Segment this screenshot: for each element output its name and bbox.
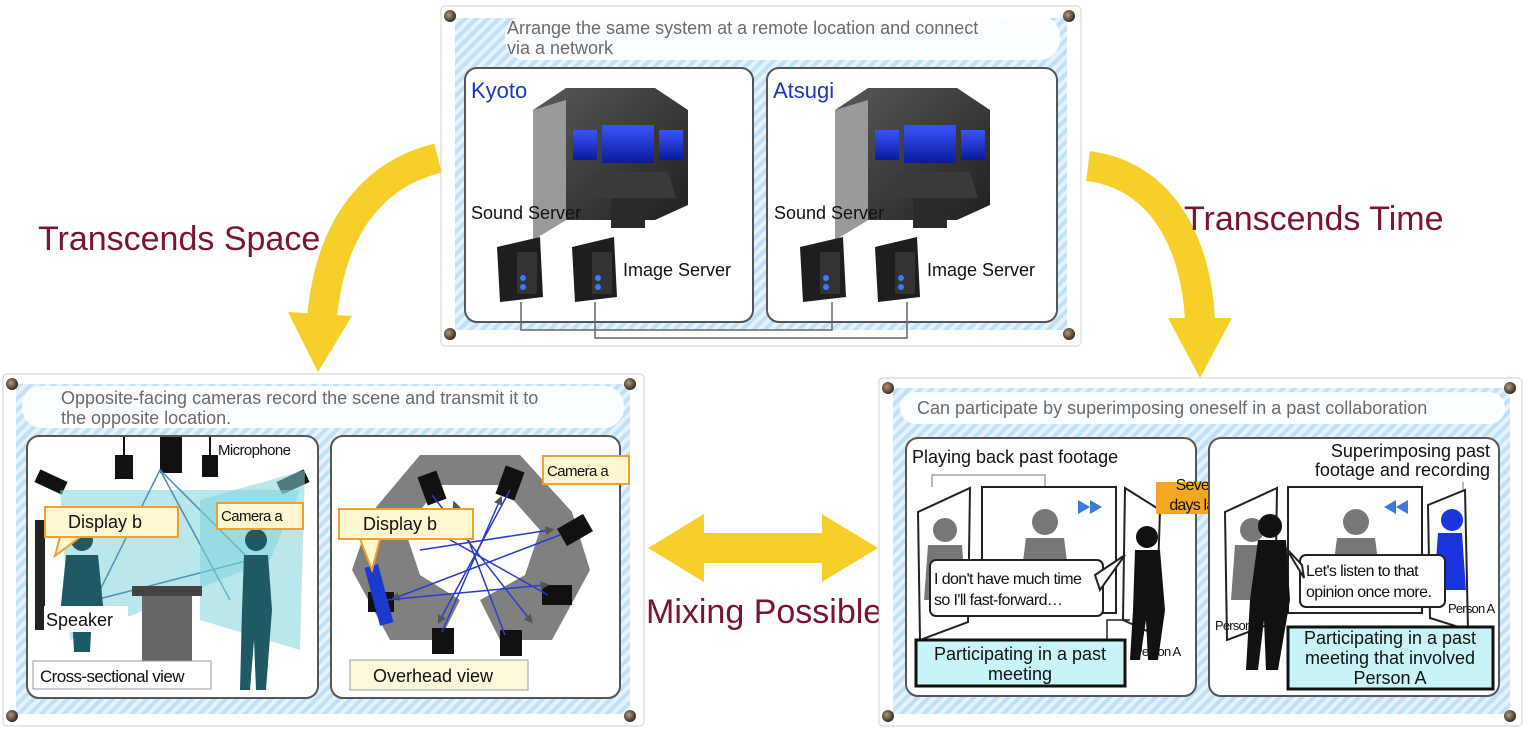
site-name: Kyoto [471,78,527,103]
server-icon [800,237,846,302]
camera-icon [557,513,593,547]
superimpose-title-line2: footage and recording [1315,460,1490,480]
network-line [520,302,833,331]
arrow-transcends-space [288,143,443,372]
mixing-possible-label: Mixing Possible [646,593,882,631]
svg-text:Let's listen to that: Let's listen to that [1306,563,1419,580]
svg-text:I don't have much time: I don't have much time [934,571,1082,588]
pin-icon [6,378,18,390]
display-b-callout: Display b [338,508,474,574]
camera-icon [34,469,68,495]
pin-icon [624,378,636,390]
pin-icon [6,710,18,722]
rewind-icon [1384,500,1408,514]
left-panel: Opposite-facing cameras record the scene… [2,373,645,727]
pin-icon [882,710,894,722]
pin-icon [1063,328,1075,340]
svg-text:Camera a: Camera a [221,508,283,525]
svg-text:Participating in a past: Participating in a past [1304,628,1476,648]
overhead-view-label: Overhead view [373,666,494,686]
speech-bubble: I don't have much time so I'll fast-forw… [929,554,1126,617]
server-icon [572,237,617,302]
svg-text:Display b: Display b [363,514,437,534]
sound-server-label: Sound Server [774,203,884,223]
superimpose-title-line1: Superimposing past [1331,441,1490,461]
pin-icon [882,382,894,394]
camera-a-callout: Camera a [216,502,304,530]
display-icon [364,564,394,626]
camera-a-callout: Camera a [542,455,630,485]
playback-title: Playing back past footage [912,447,1118,467]
transcends-time-label: Transcends Time [1184,200,1444,238]
arrow-transcends-time [1085,151,1232,378]
pin-icon [444,328,456,340]
microphone-icon [202,455,218,477]
camera-icon [542,585,572,605]
center-caption-line1: Arrange the same system at a remote loca… [507,18,978,38]
display-b-callout: Display b [44,506,179,559]
transcends-space-label: Transcends Space [38,220,320,258]
person-silhouette-icon [1130,526,1165,660]
right-panel: Can participate by superimposing oneself… [878,377,1523,727]
camera-icon [432,628,454,654]
pin-icon [1504,710,1516,722]
center-caption-line2: via a network [507,38,614,58]
arrow-mixing-possible [648,514,878,582]
booth-icon [835,88,990,240]
svg-text:meeting: meeting [988,664,1052,684]
person-silhouette-icon [240,529,272,690]
svg-text:opinion once more.: opinion once more. [1306,584,1431,601]
cross-section-view: Microphone Display b Camera a Speaker Cr… [26,435,319,699]
participating-box: Participating in a past meeting that inv… [1286,625,1495,691]
network-line [594,302,908,339]
pin-icon [1063,10,1075,22]
left-caption-line1: Opposite-facing cameras record the scene… [61,388,538,408]
camera-icon [160,437,182,473]
svg-text:Person A: Person A [1353,668,1426,688]
pin-icon [624,710,636,722]
person-b-label: Person B [1215,618,1262,633]
playback-subpanel: Playing back past footage I don't have m… [905,437,1197,697]
image-server-label: Image Server [927,260,1035,280]
right-caption: Can participate by superimposing oneself… [917,398,1427,418]
server-icon [875,237,920,302]
camera-icon [495,465,525,501]
booth-icon [533,88,688,240]
sound-server-label: Sound Server [471,203,581,223]
site-name: Atsugi [773,78,834,103]
pin-icon [1504,382,1516,394]
participating-box: Participating in a past meeting [914,638,1127,688]
svg-text:meeting that involved: meeting that involved [1305,648,1475,668]
person-a-label: Person A [1134,644,1181,659]
svg-text:so I'll fast-forward…: so I'll fast-forward… [934,592,1062,609]
svg-text:Participating in a past: Participating in a past [934,644,1106,664]
speech-bubble: Let's listen to that opinion once more. [1285,547,1446,608]
image-server-label: Image Server [623,260,731,280]
overhead-view: Camera a Display b Overhead view [330,435,630,699]
left-caption-line2: the opposite location. [61,408,231,428]
person-silhouette-icon [1246,514,1290,670]
microphone-label: Microphone [218,442,291,459]
person-a-label: Person A [1448,601,1495,616]
server-icon [497,237,543,302]
camera-icon [500,630,522,656]
speaker-label: Speaker [46,610,113,630]
site-atsugi: Atsugi Sound Server Image Server [766,67,1058,323]
svg-text:Camera a: Camera a [547,463,609,480]
svg-text:Display b: Display b [68,512,142,532]
site-kyoto: Kyoto Sound Server Image Server [464,67,754,323]
fast-forward-icon [1078,500,1102,514]
center-panel: Arrange the same system at a remote loca… [440,5,1082,347]
superimpose-subpanel: Superimposing past footage and recording [1208,437,1500,697]
cross-sectional-view-label: Cross-sectional view [40,667,185,686]
camera-icon [417,470,447,506]
microphone-icon [115,455,133,479]
pin-icon [444,10,456,22]
